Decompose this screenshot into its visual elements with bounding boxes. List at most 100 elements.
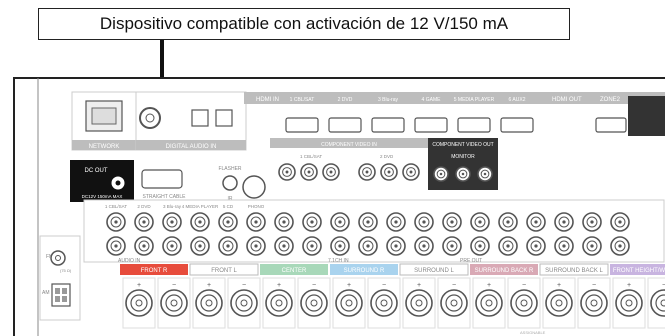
assignable-label: ASSIGNABLE <box>520 330 546 335</box>
audio-jack <box>246 212 266 232</box>
audio-jack <box>610 236 630 256</box>
polarity-mark: + <box>137 282 141 289</box>
audio-jack <box>386 236 406 256</box>
hdmi-input-port <box>457 117 491 133</box>
zone2-label: ZONE2 <box>600 97 621 103</box>
audio-input-label: 4 MEDIA PLAYER <box>182 204 219 209</box>
network-label-bg <box>72 140 136 150</box>
monitor-jack <box>455 166 471 182</box>
audio-jack <box>134 212 154 232</box>
monitor-jack <box>433 166 449 182</box>
polarity-mark: − <box>312 282 316 289</box>
component-video-out-header <box>428 138 498 148</box>
speaker-header <box>539 263 609 276</box>
speaker-header-label: SURROUND BACK R <box>475 268 534 274</box>
speaker-header-label: SURROUND R <box>344 268 385 274</box>
audio-jack <box>106 212 126 232</box>
hdmi-input-label: 2 DVD <box>338 97 353 103</box>
hdmi-input-label: 5 MEDIA PLAYER <box>454 97 495 103</box>
speaker-binding-post: − <box>507 277 541 329</box>
polarity-mark: + <box>627 282 631 289</box>
audio-jack <box>442 212 462 232</box>
polarity-mark: + <box>347 282 351 289</box>
speaker-binding-post: + <box>122 277 156 329</box>
component-video-in-label: COMPONENT VIDEO IN <box>321 142 377 148</box>
monitor-jack <box>477 166 493 182</box>
speaker-header <box>399 263 469 276</box>
speaker-header <box>330 264 398 275</box>
hdmi-input-port <box>371 117 405 133</box>
component-video-out-label: COMPONENT VIDEO OUT <box>432 142 493 148</box>
audio-jack <box>582 236 602 256</box>
speaker-binding-post: − <box>297 277 331 329</box>
component-video-jack <box>402 163 420 181</box>
monitor-label: MONITOR <box>451 154 475 160</box>
speaker-binding-post: − <box>157 277 191 329</box>
am-label: AM <box>42 290 50 296</box>
polarity-mark: − <box>452 282 456 289</box>
audio-jack <box>470 236 490 256</box>
component-video-jack <box>278 163 296 181</box>
component-video-jack <box>380 163 398 181</box>
audio-jack <box>246 236 266 256</box>
speaker-header <box>260 264 328 275</box>
audio-jack <box>162 212 182 232</box>
polarity-mark: − <box>592 282 596 289</box>
component-video-in-header <box>270 138 428 148</box>
component-source-label: 1 CBL/SAT <box>300 154 322 159</box>
audio-jack <box>554 212 574 232</box>
hdmi-input-port <box>414 117 448 133</box>
polarity-mark: − <box>172 282 176 289</box>
monitor-panel <box>628 96 665 136</box>
audio-jack <box>218 236 238 256</box>
optical-port-1 <box>191 109 209 127</box>
speaker-header-label: FRONT HEIGHT/WIDE <box>613 268 665 274</box>
straight-cable-label: STRAIGHT CABLE <box>143 194 187 200</box>
speaker-header-label: FRONT R <box>141 268 168 274</box>
polarity-mark: − <box>522 282 526 289</box>
audio-input-label: PHONO <box>248 204 265 209</box>
polarity-mark: − <box>242 282 246 289</box>
speaker-binding-post: − <box>647 277 665 329</box>
optical-port-2 <box>215 109 233 127</box>
hdmi-in-label: HDMI IN <box>256 97 279 103</box>
audio-jack <box>526 236 546 256</box>
component-source-label: 2 DVD <box>380 154 394 159</box>
flasher-label: FLASHER <box>218 166 241 172</box>
speaker-binding-post: − <box>577 277 611 329</box>
speaker-binding-post: + <box>612 277 646 329</box>
digital-audio-label-bg <box>136 140 246 150</box>
speaker-header-label: SURROUND BACK L <box>545 268 603 274</box>
hdmi-input-label: 3 Blu-ray <box>378 97 399 103</box>
audio-jack <box>414 236 434 256</box>
dc-out-label: DC OUT <box>85 168 108 174</box>
callout-text: Dispositivo compatible con activación de… <box>99 14 509 33</box>
audio-jack <box>610 212 630 232</box>
audio-jack <box>442 236 462 256</box>
component-video-jack <box>300 163 318 181</box>
audio-jack <box>302 212 322 232</box>
audio-jack <box>386 212 406 232</box>
hdmi-input-port <box>500 117 534 133</box>
speaker-binding-post: − <box>437 277 471 329</box>
audio-jack <box>134 236 154 256</box>
antenna-section <box>39 235 81 321</box>
audio-input-label: 1 CBL/SAT <box>105 204 127 209</box>
hdmi-in-header <box>244 92 542 104</box>
audio-jack <box>414 212 434 232</box>
polarity-mark: + <box>557 282 561 289</box>
speaker-binding-post: + <box>542 277 576 329</box>
hdmi-out-port-1 <box>595 117 627 133</box>
speaker-header-label: SURROUND L <box>414 268 454 274</box>
audio-jack <box>106 236 126 256</box>
audio-jack <box>330 212 350 232</box>
audio-jack <box>302 236 322 256</box>
hdmi-port-grille <box>242 175 266 199</box>
audio-jack <box>190 236 210 256</box>
audio-jack <box>330 236 350 256</box>
speaker-header <box>189 263 259 276</box>
network-label: NETWORK <box>89 144 120 150</box>
audio-jack <box>470 212 490 232</box>
audio-jack <box>498 236 518 256</box>
